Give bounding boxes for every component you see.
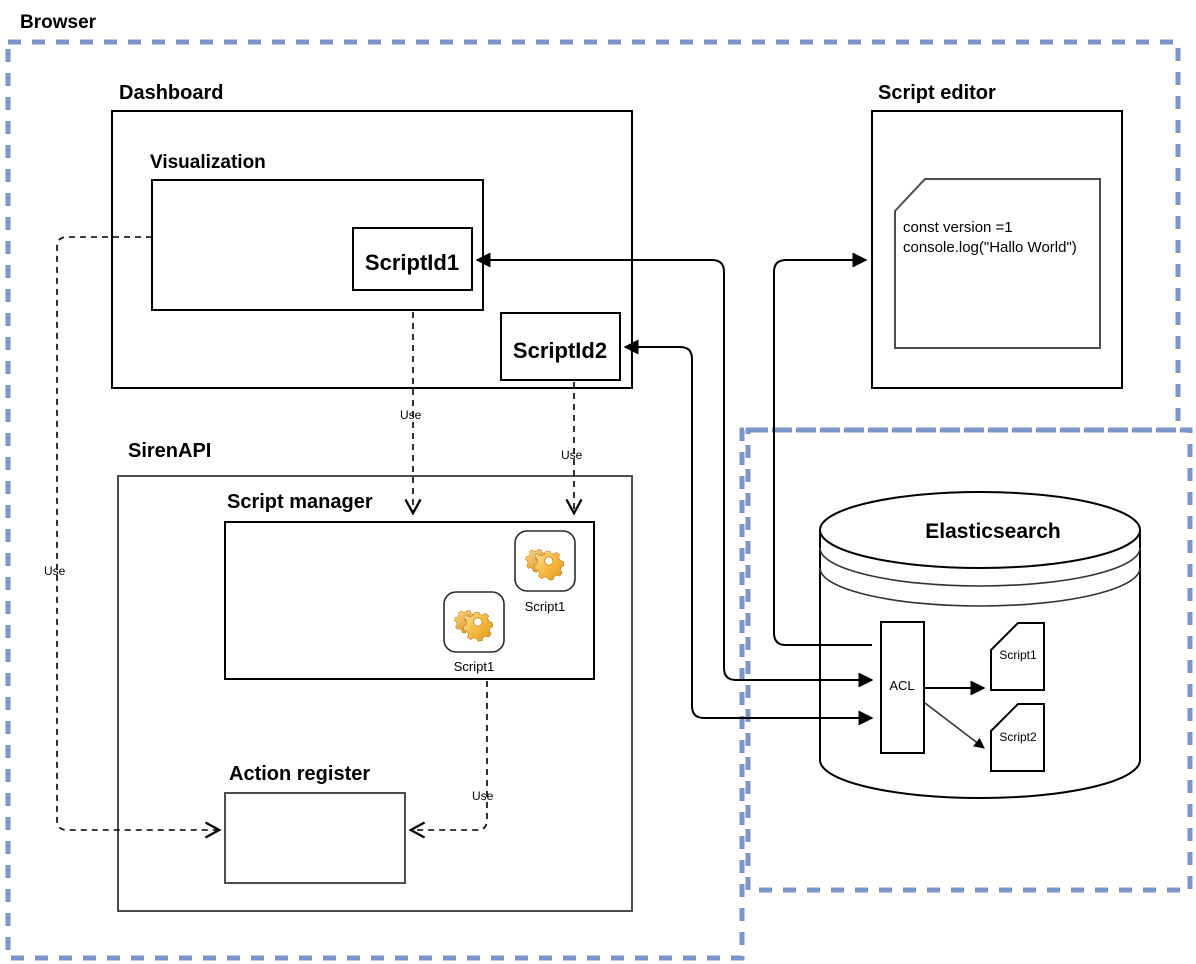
manager-script-b-label: Script1 bbox=[454, 659, 494, 674]
use-label-visualization: Use bbox=[400, 408, 422, 422]
script-id-2-label: ScriptId2 bbox=[513, 338, 607, 363]
acl-label: ACL bbox=[889, 678, 914, 693]
script-editor-title: Script editor bbox=[878, 82, 996, 104]
edge-script-manager-to-action-register bbox=[408, 681, 488, 839]
use-label-left: Use bbox=[44, 564, 66, 578]
backend-region-border bbox=[745, 427, 1193, 893]
script-id-1-label: ScriptId1 bbox=[365, 250, 459, 275]
es-script-2-label: Script2 bbox=[999, 730, 1037, 744]
action-register-title: Action register bbox=[229, 763, 370, 785]
edge-acl-to-scriptid2 bbox=[623, 339, 874, 726]
script-editor-code-line-2: console.log("Hallo World") bbox=[903, 239, 1077, 256]
edge-acl-to-es-script-2 bbox=[924, 702, 985, 749]
elasticsearch-title: Elasticsearch bbox=[925, 520, 1060, 543]
visualization-title: Visualization bbox=[150, 152, 266, 173]
es-script-2-doc[interactable] bbox=[990, 703, 1045, 772]
es-script-1-doc[interactable] bbox=[990, 622, 1045, 691]
elasticsearch-body bbox=[819, 529, 1141, 799]
script-editor-code-line-1: const version =1 bbox=[903, 219, 1013, 236]
edge-script-editor-to-acl bbox=[773, 252, 872, 646]
use-label-scriptid2: Use bbox=[561, 448, 583, 462]
action-register-panel bbox=[224, 792, 406, 884]
use-label-script-manager: Use bbox=[472, 789, 494, 803]
script-id-1-box[interactable] bbox=[352, 227, 473, 291]
sirenapi-title: SirenAPI bbox=[128, 440, 211, 462]
manager-script-a-label: Script1 bbox=[525, 599, 565, 614]
edge-visualization-to-action-register bbox=[56, 236, 222, 839]
dashboard-title: Dashboard bbox=[119, 82, 223, 104]
script-manager-title: Script manager bbox=[227, 491, 373, 513]
browser-region-label: Browser bbox=[20, 12, 97, 33]
backend-region bbox=[745, 427, 1193, 893]
es-script-1-label: Script1 bbox=[999, 648, 1037, 662]
script-editor-document[interactable] bbox=[894, 178, 1101, 349]
acl-box[interactable] bbox=[880, 621, 925, 754]
